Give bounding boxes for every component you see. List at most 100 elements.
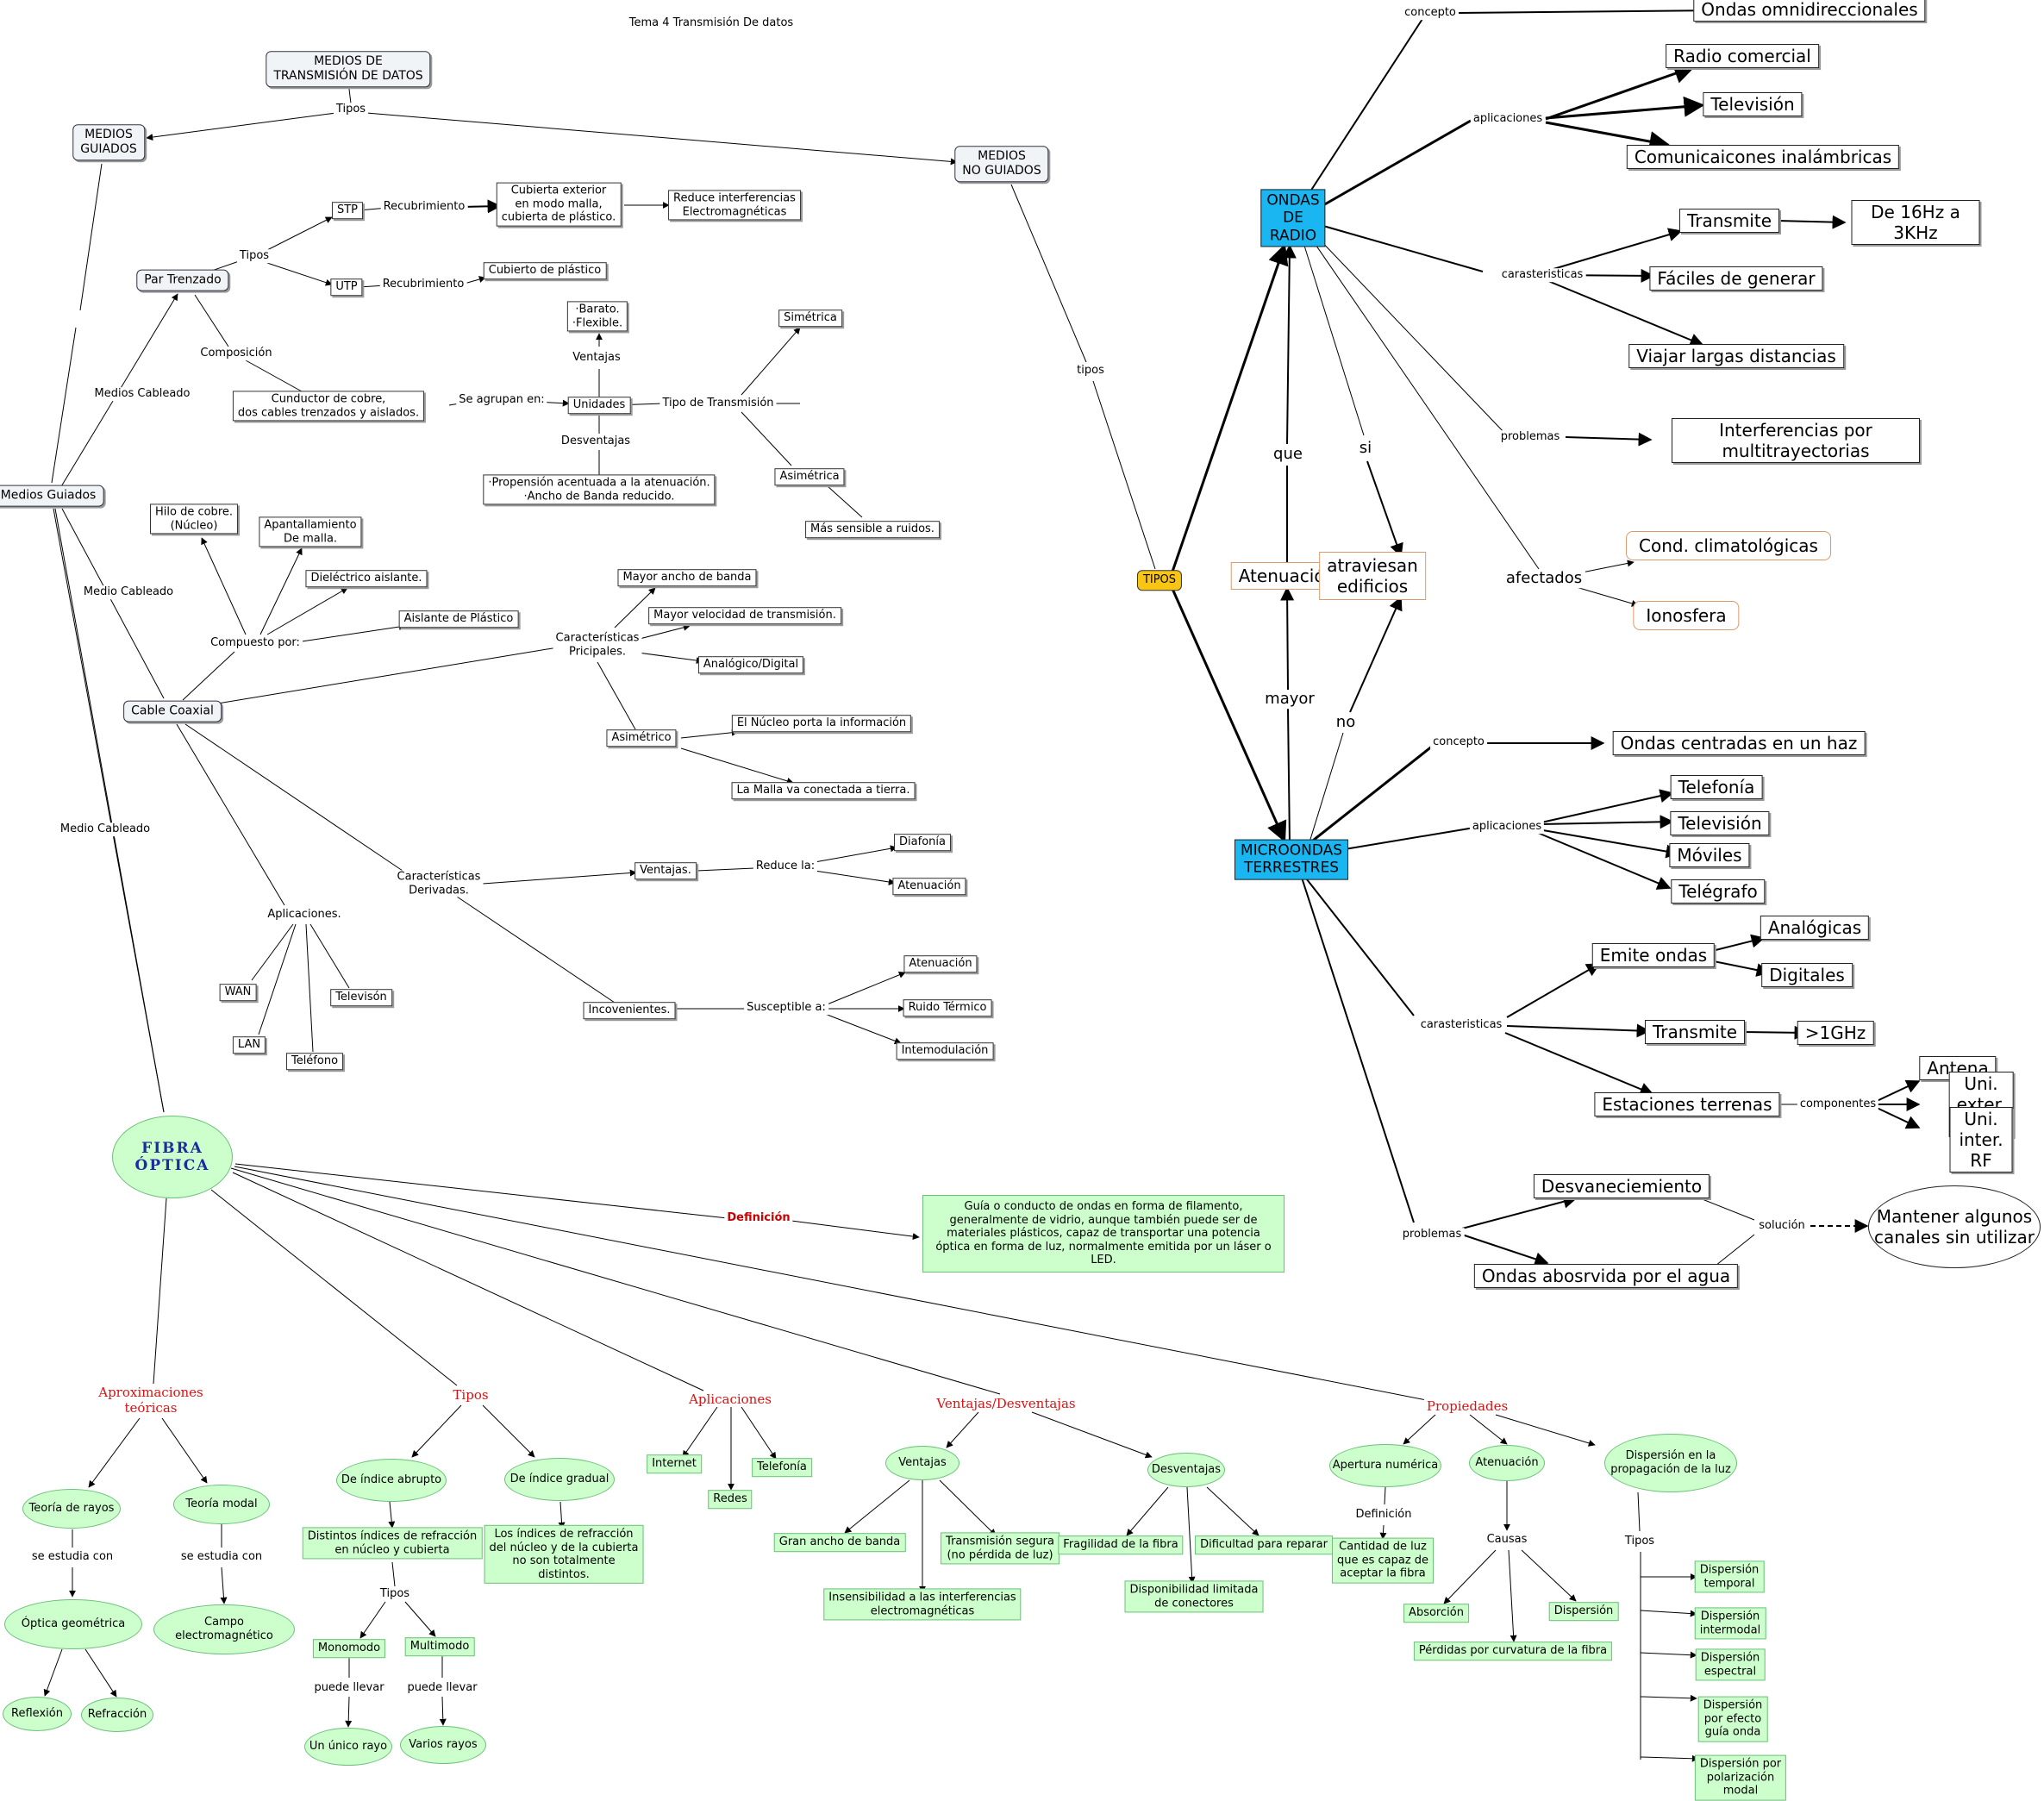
node-refraccion[interactable]: Refracción [81,1698,153,1732]
node-medios-guiados[interactable]: Medios Guiados [0,485,104,507]
node-mantener-canales[interactable]: Mantener algunos canales sin utilizar [1868,1185,2041,1268]
node-stp[interactable]: STP [331,202,364,219]
node-dispersion-espectral[interactable]: Dispersión espectral [1695,1648,1766,1681]
node-absorcion[interactable]: Absorción [1403,1604,1469,1623]
node-incovenientes[interactable]: Incovenientes. [583,1002,676,1019]
node-telefono[interactable]: Teléfono [285,1053,344,1070]
node-television-radio[interactable]: Televisión [1703,92,1803,116]
node-cubierto-plastico[interactable]: Cubierto de plástico [483,262,607,279]
node-wan[interactable]: WAN [219,984,257,1001]
node-transmision-segura[interactable]: Transmisión segura (no pérdida de luz) [941,1532,1060,1565]
node-ondas-omni[interactable]: Ondas omnidireccionales [1693,0,1926,22]
node-television-coax[interactable]: Televisón [330,989,392,1006]
node-unico-rayo[interactable]: Un único rayo [304,1728,392,1766]
node-telegrafo[interactable]: Telégrafo [1671,879,1766,904]
node-television-micro[interactable]: Televisión [1670,811,1770,835]
node-cunductor[interactable]: Cunductor de cobre, dos cables trenzados… [232,391,425,422]
node-dispersion-guia-onda[interactable]: Dispersión por efecto guía onda [1697,1696,1768,1742]
node-medios-no-guiados[interactable]: MEDIOS NO GUIADOS [954,146,1049,182]
node-analogicas[interactable]: Analógicas [1760,916,1870,940]
node-dispersion-atenuacion[interactable]: Dispersión [1548,1602,1619,1621]
node-ventajas-coax[interactable]: Ventajas. [634,862,697,879]
node-ventajas-fibra[interactable]: Ventajas [885,1446,959,1480]
node-gt1ghz[interactable]: >1GHz [1797,1021,1874,1045]
node-desventajas-fibra[interactable]: Desventajas [1147,1453,1225,1487]
node-teoria-modal[interactable]: Teoría modal [173,1485,270,1524]
node-lan[interactable]: LAN [232,1036,266,1054]
node-dispersion-polarizacion[interactable]: Dispersión por polarización modal [1694,1754,1787,1801]
node-apantallamiento[interactable]: Apantallamiento De malla. [259,516,362,547]
node-ondas-haz[interactable]: Ondas centradas en un haz [1612,731,1866,755]
node-nucleo-porta[interactable]: El Núcleo porta la información [731,715,912,732]
node-indices-no-distintos[interactable]: Los índices de refracción del núcleo y d… [484,1524,644,1585]
node-moviles[interactable]: Móviles [1669,843,1750,867]
node-ondas-agua[interactable]: Ondas abosrvida por el agua [1473,1264,1739,1288]
node-malla-tierra[interactable]: La Malla va conectada a tierra. [731,782,916,799]
node-digitales[interactable]: Digitales [1761,963,1853,987]
node-asimetrico[interactable]: Asimétrico [606,729,677,747]
node-microondas[interactable]: MICROONDAS TERRESTRES [1234,839,1349,880]
node-dispersion-temporal[interactable]: Dispersión temporal [1694,1560,1765,1593]
node-ondas-radio[interactable]: ONDAS DE RADIO [1260,189,1326,247]
node-definicion-fibra[interactable]: Guía o conducto de ondas en forma de fil… [922,1195,1285,1273]
node-par-trenzado[interactable]: Par Trenzado [136,269,229,291]
node-gran-ancho[interactable]: Gran ancho de banda [773,1533,906,1552]
node-faciles[interactable]: Fáciles de generar [1649,266,1823,291]
node-aislante[interactable]: Aislante de Plástico [398,610,519,628]
node-perdidas-curvatura[interactable]: Pérdidas por curvatura de la fibra [1413,1642,1613,1660]
node-medios-transmision[interactable]: MEDIOS DE TRANSMISIÓN DE DATOS [266,51,431,87]
node-cubierta-exterior[interactable]: Cubierta exterior en modo malla, cubiert… [496,182,622,227]
node-atenuacion-fibra[interactable]: Atenuación [1469,1445,1545,1481]
node-fibra-optica[interactable]: FIBRA ÓPTICA [112,1116,233,1198]
node-mas-sensible[interactable]: Más sensible a ruidos. [805,521,940,538]
node-hilo-cobre[interactable]: Hilo de cobre. (Núcleo) [149,503,239,535]
node-indice-abrupto[interactable]: De índice abrupto [336,1459,447,1502]
node-simetrica[interactable]: Simétrica [778,310,842,327]
node-tipos[interactable]: TIPOS [1136,570,1183,591]
node-atraviesan[interactable]: atraviesan edificios [1319,552,1426,600]
node-asimetrica[interactable]: Asimétrica [774,468,845,485]
node-mayor-velocidad[interactable]: Mayor velocidad de transmisión. [648,607,841,624]
node-cond-climat[interactable]: Cond. climatológicas [1626,531,1831,560]
node-dificultad[interactable]: Dificultad para reparar [1195,1535,1333,1554]
node-atenuacion-coax2[interactable]: Atenuación [903,955,978,972]
node-teoria-rayos[interactable]: Teoría de rayos [22,1489,121,1529]
node-intermodulacion[interactable]: Intemodulación [896,1042,994,1060]
node-internet[interactable]: Internet [647,1454,702,1473]
node-ionosfera[interactable]: Ionosfera [1633,601,1740,630]
node-distintos-indices[interactable]: Distintos índices de refracción en núcle… [302,1527,483,1560]
node-telefonia[interactable]: Telefonía [1670,775,1763,799]
node-insensibilidad[interactable]: Insensibilidad a las interferencias elec… [823,1588,1022,1621]
node-barato[interactable]: ·Barato. ·Flexible. [566,301,628,332]
node-redes[interactable]: Redes [708,1490,753,1509]
node-transmite-micro[interactable]: Transmite [1644,1020,1746,1044]
node-propension[interactable]: ·Propensión acentuada a la atenuación. ·… [483,474,716,505]
node-radio-comercial[interactable]: Radio comercial [1666,44,1819,68]
node-comunicaciones[interactable]: Comunicaicones inalámbricas [1626,145,1900,169]
node-cable-coaxial[interactable]: Cable Coaxial [123,700,222,722]
node-apertura-numerica[interactable]: Apertura numérica [1329,1444,1441,1487]
node-desvanecimiento[interactable]: Desvaneciemiento [1533,1174,1710,1198]
node-multimodo[interactable]: Multimodo [404,1637,475,1656]
node-cantidad-luz[interactable]: Cantidad de luz que es capaz de aceptar … [1331,1537,1435,1584]
node-viajar[interactable]: Viajar largas distancias [1628,344,1844,368]
node-transmite-radio[interactable]: Transmite [1678,209,1780,233]
node-de16hz[interactable]: De 16Hz a 3KHz [1851,200,1980,245]
node-interferencias-multi[interactable]: Interferencias por multitrayectorias [1672,418,1920,463]
node-unidades[interactable]: Unidades [567,397,631,414]
node-monomodo[interactable]: Monomodo [312,1639,386,1658]
node-utp[interactable]: UTP [330,278,363,296]
node-varios-rayos[interactable]: Varios rayos [400,1726,486,1764]
node-medios-guiados-box[interactable]: MEDIOS GUIADOS [72,124,145,160]
node-disponibilidad[interactable]: Disponibilidad limitada de conectores [1124,1580,1264,1613]
node-telefonia-fibra[interactable]: Telefonía [752,1458,812,1477]
node-estaciones[interactable]: Estaciones terrenas [1594,1092,1780,1116]
node-atenuacion-coax[interactable]: Atenuación [892,878,966,895]
node-reflexion[interactable]: Reflexión [3,1697,72,1731]
node-mayor-ancho[interactable]: Mayor ancho de banda [617,569,757,586]
node-uni-inter[interactable]: Uni. inter. RF [1949,1107,2013,1173]
node-dielectrico[interactable]: Dieléctrico aislante. [305,570,428,587]
node-diafonia[interactable]: Diafonía [894,834,951,851]
node-dispersion-propagacion[interactable]: Dispersión en la propagación de la luz [1604,1434,1737,1492]
node-emite-ondas[interactable]: Emite ondas [1591,943,1716,967]
